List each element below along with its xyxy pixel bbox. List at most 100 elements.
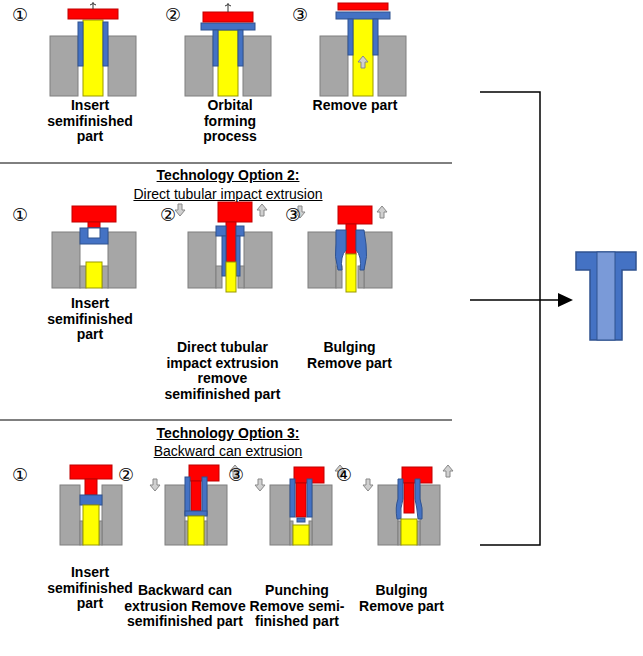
illustration-part xyxy=(558,293,573,307)
step-caption: Backward can extrusion Remove semifinish… xyxy=(124,583,246,630)
illustration-part xyxy=(83,20,103,96)
illustration-part xyxy=(346,224,356,254)
illustration-part xyxy=(346,254,356,292)
illustration-part xyxy=(415,479,422,519)
illustration-part xyxy=(238,30,243,66)
illustration-part xyxy=(296,483,306,517)
illustration-part xyxy=(78,22,83,66)
illustration-part xyxy=(191,481,201,511)
bulging-step xyxy=(295,206,392,292)
illustration-part xyxy=(404,483,414,513)
illustration-part xyxy=(90,2,96,9)
illustration-part xyxy=(257,204,267,216)
callout-number: ① xyxy=(12,204,36,226)
illustration-part xyxy=(218,30,238,96)
illustration-part xyxy=(335,230,346,270)
insert-step xyxy=(60,465,122,545)
illustration-part xyxy=(348,19,353,55)
illustration-part xyxy=(203,12,253,22)
option-heading: Technology Option 2: xyxy=(128,167,328,184)
illustration-part xyxy=(188,516,204,545)
finished-part xyxy=(576,252,636,340)
illustration-part xyxy=(175,204,185,216)
extrusion-step xyxy=(175,202,272,292)
illustration-part xyxy=(338,206,372,224)
illustration-part xyxy=(353,14,373,96)
illustration-part xyxy=(216,226,226,236)
remove-step xyxy=(320,3,406,96)
illustration-part xyxy=(185,511,207,516)
illustration-part xyxy=(358,56,368,68)
illustration-part xyxy=(70,465,112,479)
illustration-part xyxy=(226,262,236,292)
illustration-part xyxy=(307,479,312,517)
illustration-part xyxy=(293,525,309,545)
illustration-part xyxy=(88,228,100,238)
insert-step xyxy=(50,2,136,96)
step-caption: Orbital forming process xyxy=(190,98,270,145)
callout-number: ③ xyxy=(285,204,309,226)
illustration-part xyxy=(225,3,231,12)
illustration-part xyxy=(470,299,560,301)
callout-number: ④ xyxy=(336,464,360,486)
illustration-part xyxy=(80,495,102,505)
step-caption: Bulging Remove part xyxy=(302,340,397,371)
step-caption: Bulging Remove part xyxy=(354,583,449,614)
illustration-part xyxy=(218,202,252,222)
illustration-part xyxy=(72,206,116,222)
illustration-part xyxy=(443,465,453,477)
illustration-part xyxy=(356,230,367,270)
illustration-part xyxy=(597,252,615,340)
illustration-part xyxy=(68,9,118,19)
illustration-part xyxy=(213,30,218,66)
step-caption: Insert semifinished part xyxy=(45,565,135,612)
illustration-part xyxy=(83,505,99,545)
insert-step xyxy=(52,206,136,288)
callout-number: ① xyxy=(12,464,36,486)
step-caption: Direct tubular impact extrusion remove s… xyxy=(160,340,285,402)
step-caption: Insert semifinished part xyxy=(45,98,135,145)
illustration-part xyxy=(401,519,417,545)
illustration-part xyxy=(85,479,97,495)
illustration-part xyxy=(226,222,236,262)
illustration-part xyxy=(86,262,102,288)
illustration-part xyxy=(236,236,240,276)
option-heading: Technology Option 3: xyxy=(128,425,328,442)
illustration-part xyxy=(185,477,190,515)
illustration-part xyxy=(363,479,373,491)
illustration-part xyxy=(336,12,390,19)
illustration-part xyxy=(103,22,108,66)
illustration-part xyxy=(88,222,100,228)
illustration-part xyxy=(297,518,305,522)
illustration-part xyxy=(222,236,226,276)
orbital-step xyxy=(185,3,271,96)
illustration-part xyxy=(80,228,108,244)
option-subtitle: Direct tubular impact extrusion xyxy=(98,186,358,203)
callout-number: ② xyxy=(160,204,184,226)
option-subtitle: Backward can extrusion xyxy=(98,443,358,460)
illustration-part xyxy=(377,206,387,218)
bracket xyxy=(480,92,540,545)
step-caption: Insert semifinished part xyxy=(45,296,135,343)
illustration-part xyxy=(0,420,452,421)
illustration-part xyxy=(150,479,160,491)
illustration-part xyxy=(0,163,452,164)
illustration-part xyxy=(290,479,295,517)
illustration-part xyxy=(338,3,388,10)
illustration-part xyxy=(255,479,265,491)
callout-number: ① xyxy=(12,4,36,26)
illustration-part xyxy=(202,477,207,515)
step-caption: Remove part xyxy=(300,98,410,114)
step-caption: Punching Remove semi-finished part xyxy=(242,583,352,630)
punching-step xyxy=(255,465,345,545)
illustration-part xyxy=(201,23,255,30)
callout-number: ② xyxy=(118,464,142,486)
illustration-part xyxy=(373,19,378,55)
callout-number: ③ xyxy=(292,4,316,26)
illustration-part xyxy=(396,479,403,519)
illustration-part xyxy=(236,226,244,236)
callout-number: ③ xyxy=(228,464,252,486)
illustration-part xyxy=(576,252,636,340)
callout-number: ② xyxy=(165,4,189,26)
